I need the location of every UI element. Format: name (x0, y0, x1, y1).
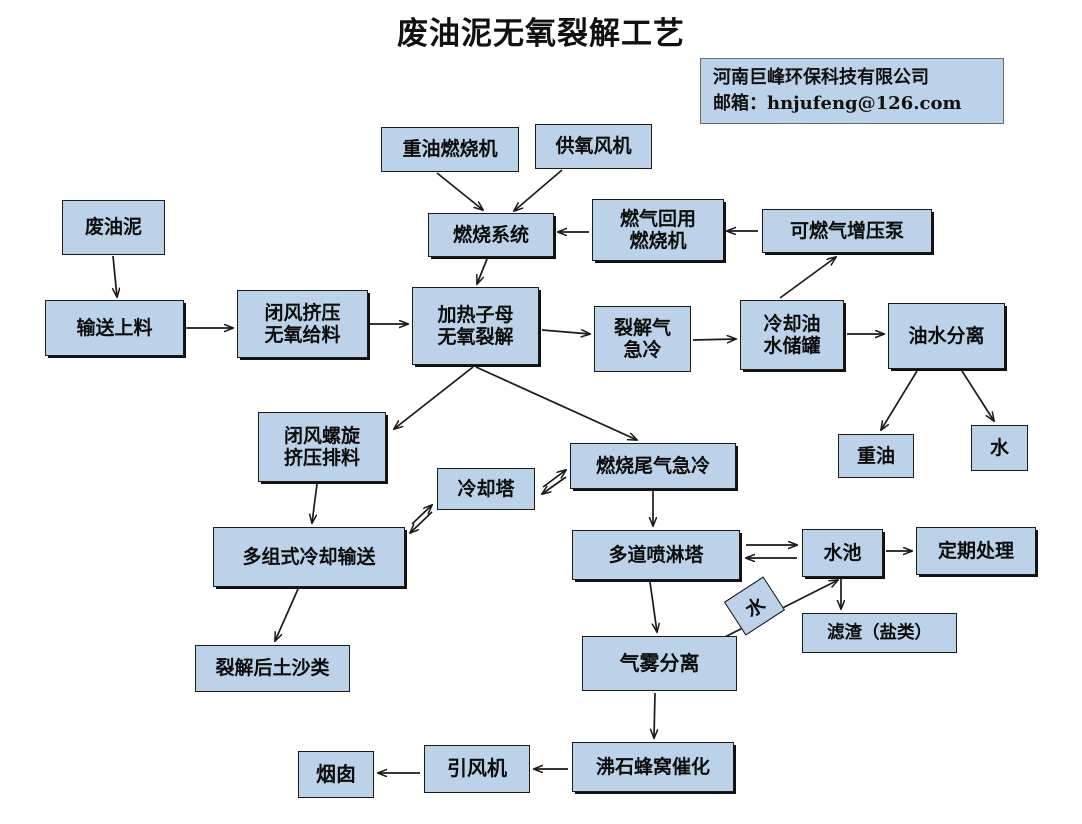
node-airlock-screw-extrusion-discharge[interactable]: 闭风螺旋 挤压排料 (258, 412, 386, 482)
node-heavy-oil[interactable]: 重油 (838, 434, 914, 478)
node-flue-gas-quench[interactable]: 燃烧尾气急冷 (570, 443, 736, 489)
company-info-box: 河南巨峰环保科技有限公司 邮箱：hnjufeng@126.com (700, 58, 1004, 124)
node-multi-stage-cooling-conveyor[interactable]: 多组式冷却输送 (213, 527, 405, 587)
node-gas-reuse-burner[interactable]: 燃气回用 燃烧机 (592, 199, 724, 261)
node-mist-separation[interactable]: 气雾分离 (582, 636, 737, 691)
node-multi-channel-spray-tower[interactable]: 多道喷淋塔 (572, 530, 740, 580)
node-oil-water-separation[interactable]: 油水分离 (888, 303, 1005, 369)
node-heated-mother-daughter-anaerobic-pyrolysis[interactable]: 加热子母 无氧裂解 (412, 287, 539, 365)
node-pyrolysis-gas-quench[interactable]: 裂解气 急冷 (594, 306, 691, 372)
node-filter-residue-salts[interactable]: 滤渣（盐类） (802, 613, 957, 653)
node-conveying-feeding[interactable]: 输送上料 (45, 300, 184, 356)
edge-label-water: 水 (723, 576, 786, 636)
node-heavy-oil-burner[interactable]: 重油燃烧机 (381, 127, 519, 172)
node-water-product[interactable]: 水 (971, 425, 1028, 471)
node-chimney[interactable]: 烟囱 (298, 751, 374, 798)
node-oxygen-blower[interactable]: 供氧风机 (535, 124, 652, 169)
node-airlock-extrusion-oxygen-free-feeding[interactable]: 闭风挤压 无氧给料 (237, 290, 368, 358)
node-periodic-treatment[interactable]: 定期处理 (916, 527, 1036, 575)
node-pyrolyzed-soil-sand[interactable]: 裂解后土沙类 (195, 645, 350, 692)
node-cooling-tower[interactable]: 冷却塔 (437, 468, 535, 510)
node-zeolite-honeycomb-catalysis[interactable]: 沸石蜂窝催化 (572, 742, 734, 792)
node-induced-draft-fan[interactable]: 引风机 (424, 745, 530, 793)
node-cooling-oil-water-tank[interactable]: 冷却油 水储罐 (740, 300, 844, 370)
node-combustible-gas-booster-pump[interactable]: 可燃气增压泵 (762, 209, 932, 253)
page-title: 废油泥无氧裂解工艺 (397, 16, 685, 52)
node-waste-oil-sludge[interactable]: 废油泥 (62, 200, 165, 255)
node-combustion-system[interactable]: 燃烧系统 (428, 213, 554, 257)
node-water-pool[interactable]: 水池 (802, 529, 883, 577)
